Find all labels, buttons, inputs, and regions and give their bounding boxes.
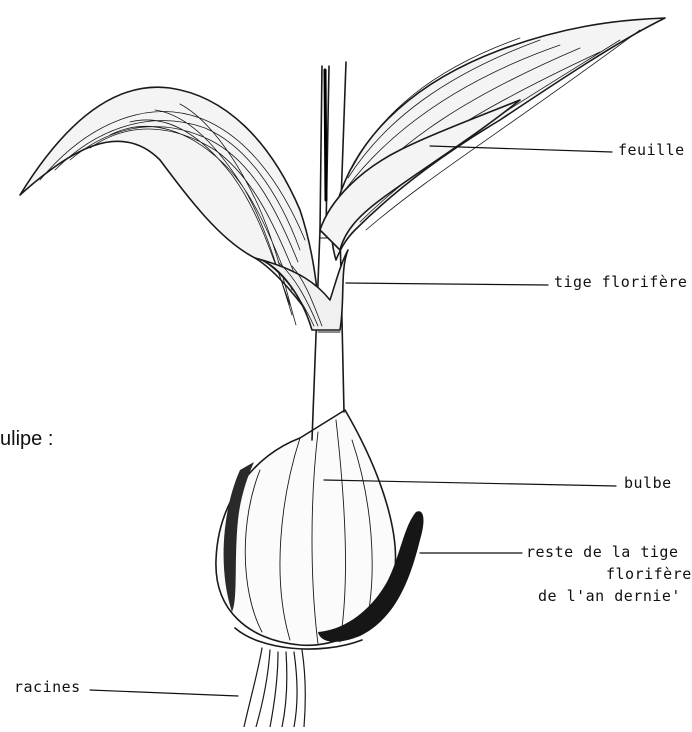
- label-bulbe: bulbe: [624, 474, 672, 492]
- leader-tige: [346, 283, 548, 285]
- leader-racines: [90, 690, 238, 696]
- label-racines: racines: [14, 678, 81, 696]
- label-reste-line2: florifère: [606, 565, 692, 583]
- stem: [312, 230, 344, 440]
- leaf-right: [332, 18, 665, 260]
- roots: [244, 648, 305, 727]
- label-tige-florifere: tige florifère: [554, 273, 687, 291]
- label-reste-line3: de l'an dernie': [538, 587, 681, 605]
- label-reste-line1: reste de la tige: [526, 543, 679, 561]
- label-feuille: feuille: [618, 141, 685, 159]
- heading-text: ulipe :: [0, 428, 53, 451]
- leader-feuille: [430, 146, 612, 152]
- stem-dark-line: [325, 70, 326, 200]
